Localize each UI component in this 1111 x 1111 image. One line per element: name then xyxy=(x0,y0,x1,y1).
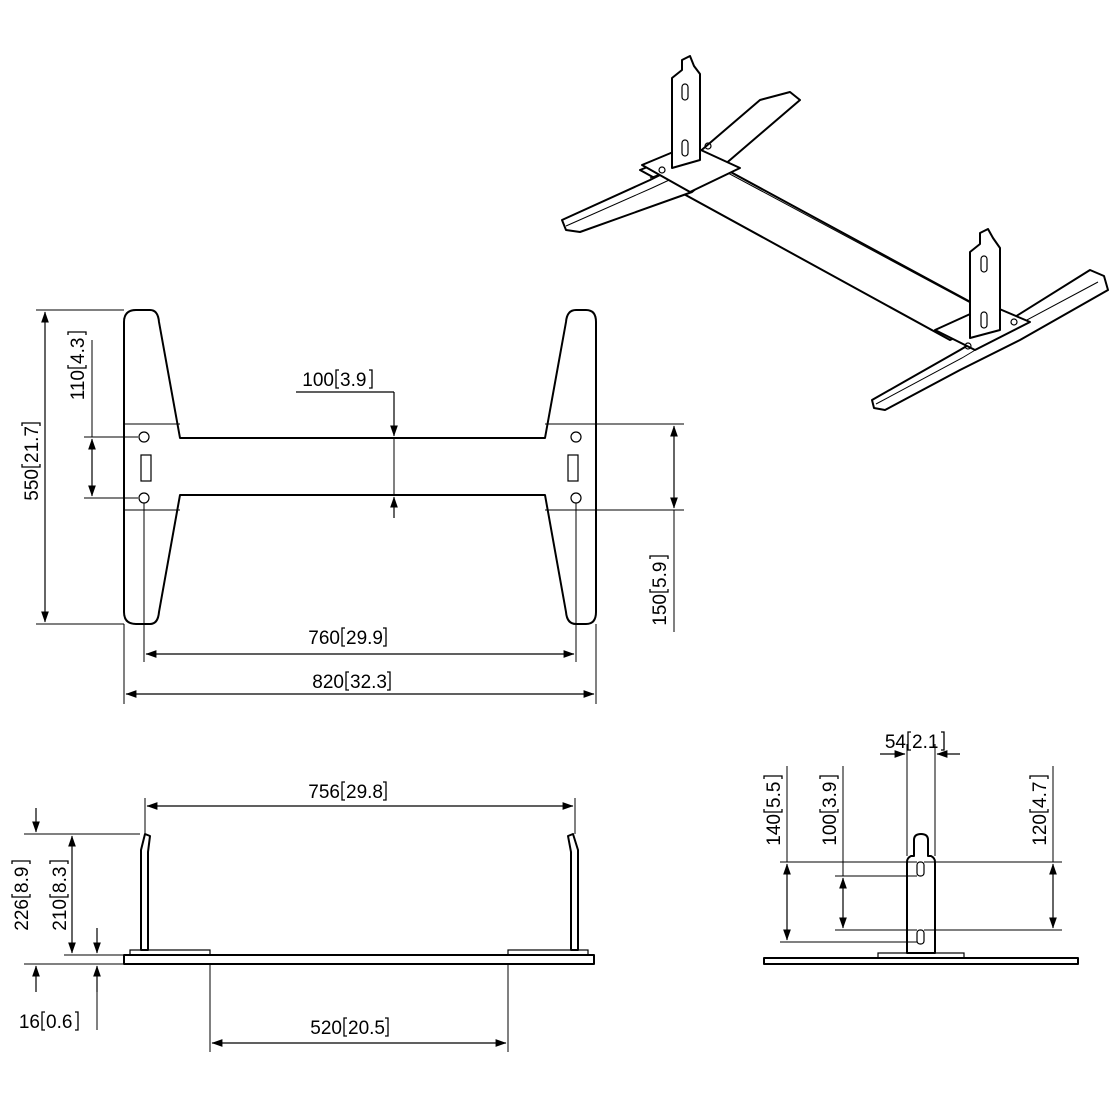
iso-hole xyxy=(704,142,712,150)
iso-hole xyxy=(658,166,666,174)
svg-text:20.5: 20.5 xyxy=(348,1018,385,1039)
side-view: 54 2.1 140 5.5 100 3.9 xyxy=(763,731,1079,965)
iso-right-upright xyxy=(969,228,1001,339)
svg-text:21.7: 21.7 xyxy=(22,426,43,463)
upright-slot xyxy=(916,861,925,877)
svg-text:5.5: 5.5 xyxy=(764,782,785,808)
dim-54: 54 2.1 xyxy=(885,731,945,753)
dim-756: 756 29.8 xyxy=(308,781,387,803)
svg-text:29.9: 29.9 xyxy=(346,628,383,649)
upright-slot xyxy=(916,929,925,945)
isometric-view xyxy=(561,55,1109,411)
svg-text:3.9: 3.9 xyxy=(340,370,366,391)
front-right-bracket xyxy=(567,833,579,951)
svg-text:4.7: 4.7 xyxy=(1030,782,1051,808)
dim-210: 210 8.3 xyxy=(49,860,71,931)
dim-150: 150 5.9 xyxy=(649,555,671,626)
dim-120: 120 4.7 xyxy=(1029,775,1051,846)
svg-text:110: 110 xyxy=(68,370,89,400)
svg-text:8.9: 8.9 xyxy=(12,867,33,893)
iso-left-upright xyxy=(671,55,701,169)
mounting-hole xyxy=(138,431,150,443)
dim-820: 820 32.3 xyxy=(312,671,391,693)
svg-text:2.1: 2.1 xyxy=(912,732,938,753)
svg-text:820: 820 xyxy=(312,672,344,693)
dim-226: 226 8.9 xyxy=(11,860,33,931)
svg-text:140: 140 xyxy=(764,814,785,846)
dim-110: 110 4.3 xyxy=(67,331,89,400)
front-left-bracket xyxy=(140,833,151,951)
svg-text:54: 54 xyxy=(885,732,907,753)
svg-text:16: 16 xyxy=(19,1012,40,1033)
svg-text:100: 100 xyxy=(302,370,334,391)
dim-550: 550 21.7 xyxy=(21,422,43,501)
iso-hole xyxy=(1010,318,1018,326)
front-view: 756 29.8 226 8.9 210 8.3 16 xyxy=(11,781,595,1052)
svg-text:3.9: 3.9 xyxy=(820,782,841,808)
svg-text:8.3: 8.3 xyxy=(50,867,71,893)
svg-text:29.8: 29.8 xyxy=(346,782,383,803)
dim-100-bar: 100 3.9 xyxy=(302,369,373,391)
svg-text:100: 100 xyxy=(820,814,841,846)
svg-text:4.3: 4.3 xyxy=(68,338,89,364)
front-base-plate xyxy=(123,954,595,965)
bracket-slot xyxy=(140,454,152,482)
side-base-plate xyxy=(763,957,1079,965)
dim-140: 140 5.5 xyxy=(763,775,785,846)
svg-text:520: 520 xyxy=(310,1018,342,1039)
svg-text:120: 120 xyxy=(1030,814,1051,846)
dim-16: 16 0.6 xyxy=(19,1011,79,1033)
svg-text:0.6: 0.6 xyxy=(46,1012,72,1033)
svg-text:150: 150 xyxy=(650,594,671,626)
side-upright xyxy=(906,833,936,954)
iso-hole xyxy=(964,342,972,350)
top-view: 550 21.7 110 4.3 100 3.9 xyxy=(21,309,684,704)
svg-text:760: 760 xyxy=(308,628,340,649)
svg-text:550: 550 xyxy=(22,469,43,501)
dim-760: 760 29.9 xyxy=(308,627,387,649)
dim-520: 520 20.5 xyxy=(310,1017,389,1039)
svg-text:210: 210 xyxy=(50,899,71,931)
top-base-outline xyxy=(123,309,597,625)
svg-text:226: 226 xyxy=(12,899,33,931)
svg-text:756: 756 xyxy=(308,782,340,803)
svg-text:32.3: 32.3 xyxy=(350,672,387,693)
svg-text:5.9: 5.9 xyxy=(650,562,671,588)
mounting-hole xyxy=(570,431,582,443)
dim-100-side: 100 3.9 xyxy=(819,775,841,846)
bracket-slot xyxy=(567,454,579,482)
